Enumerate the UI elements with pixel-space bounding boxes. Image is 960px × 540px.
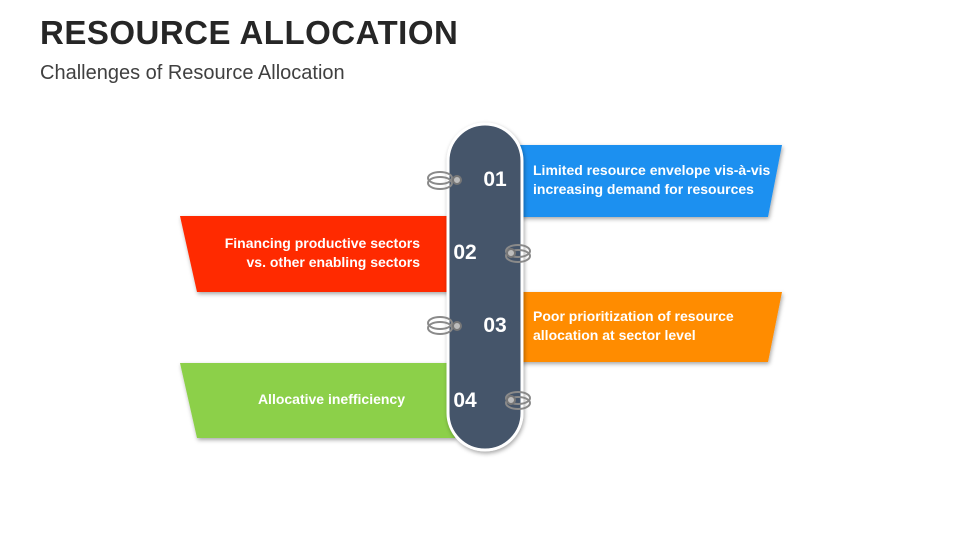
item-1-banner (515, 145, 782, 217)
ring-connector-2 (505, 244, 531, 263)
page-title: RESOURCE ALLOCATION (40, 14, 459, 51)
item-1-text-line1: Limited resource envelope vis-à-vis (533, 162, 771, 178)
timeline-spine (446, 122, 524, 452)
ring-connector-1 (427, 171, 462, 190)
item-3-text: Poor prioritization of resource allocati… (533, 307, 773, 345)
item-4-number: 04 (453, 389, 477, 412)
item-3-number: 03 (483, 314, 507, 337)
item-2-text: Financing productive sectors vs. other e… (190, 234, 420, 272)
item-3-text-line1: Poor prioritization of resource (533, 308, 734, 324)
item-1-number: 01 (483, 168, 507, 191)
item-3-banner (515, 292, 782, 362)
item-4-banner (180, 363, 455, 438)
item-2-text-line1: Financing productive sectors (224, 235, 420, 251)
item-4-text: Allocative inefficiency (190, 390, 405, 409)
item-1-text-line2: increasing demand for resources (533, 181, 754, 197)
ring-connector-4 (505, 391, 531, 410)
ring-connector-3 (427, 316, 462, 335)
item-2-banner (180, 216, 455, 292)
item-4-text-line1: Allocative inefficiency (257, 391, 405, 407)
page-subtitle: Challenges of Resource Allocation (40, 62, 345, 84)
item-1-text: Limited resource envelope vis-à-vis incr… (533, 161, 773, 199)
item-2-text-line2: vs. other enabling sectors (246, 254, 421, 270)
item-2-number: 02 (453, 241, 477, 264)
item-3-text-line2: allocation at sector level (533, 327, 696, 343)
